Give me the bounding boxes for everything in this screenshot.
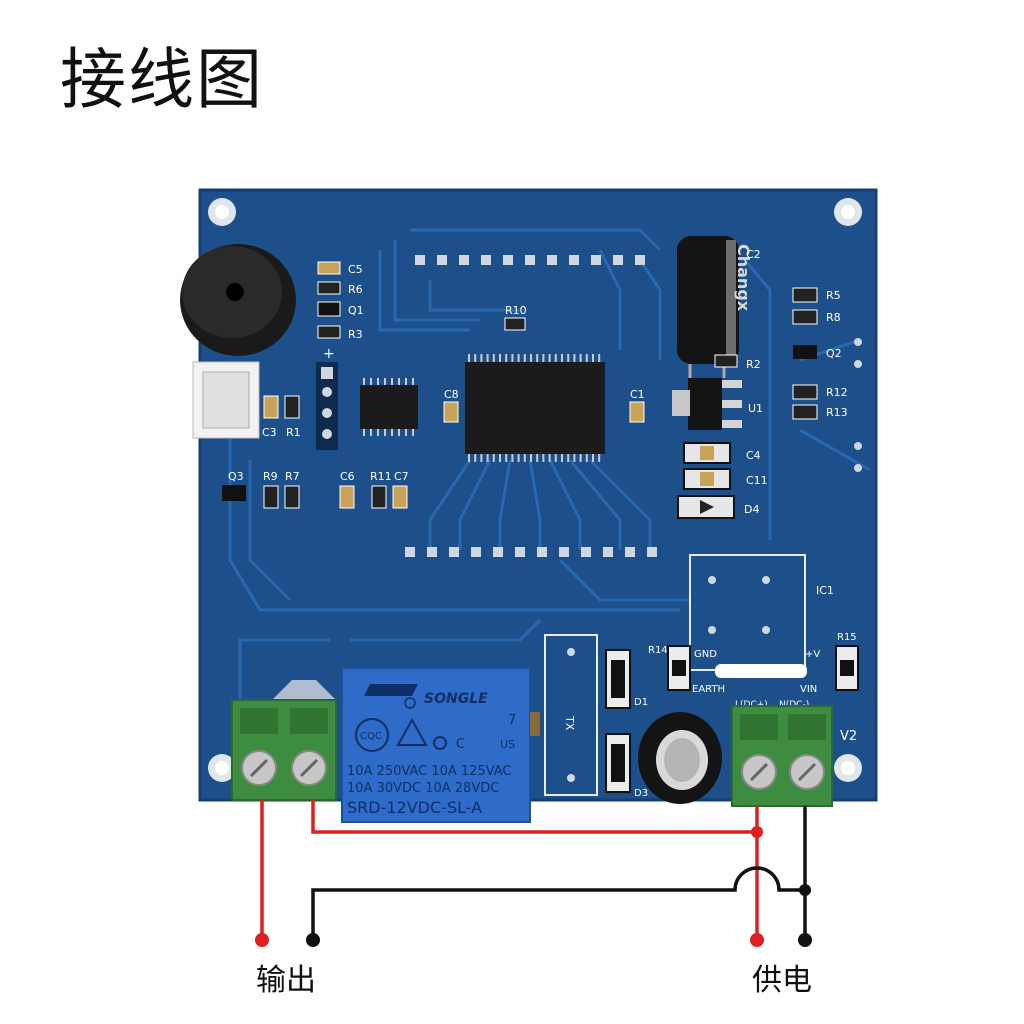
silk-r11: R11 bbox=[370, 470, 392, 483]
regulator-area bbox=[672, 354, 742, 519]
silk-c3: C3 bbox=[262, 426, 277, 439]
silk-q3: Q3 bbox=[228, 470, 244, 483]
silk-q2: Q2 bbox=[826, 347, 842, 360]
header-pins bbox=[316, 362, 338, 450]
silk-vin: VIN bbox=[800, 684, 817, 695]
power-label: 供电 bbox=[752, 963, 812, 998]
silk-c5: C5 bbox=[348, 263, 363, 276]
silk-r8: R8 bbox=[826, 311, 841, 324]
smd-mid-group bbox=[443, 317, 645, 423]
buzzer bbox=[180, 244, 296, 356]
relay-brand: SONGLE bbox=[424, 691, 488, 707]
silk-u1: U1 bbox=[748, 402, 763, 415]
silk-r14: R14 bbox=[648, 645, 668, 656]
relay-us-mark: US bbox=[500, 738, 515, 751]
wire-black-neutral bbox=[311, 806, 807, 940]
silk-gnd: GND bbox=[694, 649, 717, 660]
silk-earth: EARTH bbox=[692, 684, 725, 695]
small-ic bbox=[360, 378, 418, 436]
relay-spec-1: 10A 250VAC 10A 125VAC bbox=[347, 764, 512, 779]
silk-r1: R1 bbox=[286, 426, 301, 439]
main-ic bbox=[465, 354, 605, 462]
output-label: 输出 bbox=[256, 963, 316, 998]
silk-r2: R2 bbox=[746, 358, 761, 371]
smd-bottom-left-group bbox=[222, 485, 408, 509]
silk-q1: Q1 bbox=[348, 304, 364, 317]
relay bbox=[341, 667, 540, 823]
smd-buzzer-group bbox=[317, 261, 341, 339]
relay-cqc: CQC bbox=[360, 731, 382, 742]
silk-c8: C8 bbox=[444, 388, 459, 401]
display-pads-bottom bbox=[405, 547, 657, 557]
relay-seven: 7 bbox=[508, 713, 516, 728]
silk-ic1: IC1 bbox=[816, 584, 834, 597]
mounting-holes bbox=[208, 198, 862, 782]
smd-right-group bbox=[792, 287, 862, 472]
silk-d3: D3 bbox=[634, 788, 648, 799]
silk-c4: C4 bbox=[746, 449, 761, 462]
silk-d1: D1 bbox=[634, 697, 648, 708]
silk-r3: R3 bbox=[348, 328, 363, 341]
smd-left-group bbox=[263, 395, 300, 419]
display-pads-top bbox=[415, 255, 645, 265]
silk-r15: R15 bbox=[837, 632, 857, 643]
wire-junctions bbox=[751, 826, 811, 896]
silk-r13: R13 bbox=[826, 406, 848, 419]
silk-r5: R5 bbox=[826, 289, 841, 302]
silk-v2: V2 bbox=[840, 729, 857, 744]
silk-r12: R12 bbox=[826, 386, 848, 399]
terminal-block-output bbox=[231, 680, 337, 801]
wire-terminals bbox=[255, 933, 812, 947]
silk-plus-v: +V bbox=[805, 649, 820, 660]
silk-c11: C11 bbox=[746, 474, 768, 487]
silk-r7: R7 bbox=[285, 470, 300, 483]
silk-c7: C7 bbox=[394, 470, 409, 483]
relay-model: SRD-12VDC-SL-A bbox=[347, 798, 482, 817]
page-title: 接线图 bbox=[60, 41, 264, 118]
capacitor-bottom bbox=[638, 712, 722, 804]
tx-area bbox=[544, 634, 631, 796]
relay-spec-2: 10A 30VDC 10A 28VDC bbox=[347, 781, 499, 796]
silk-tx: TX bbox=[563, 715, 576, 731]
silk-r10: R10 bbox=[505, 304, 527, 317]
silk-r6: R6 bbox=[348, 283, 363, 296]
relay-c-mark: C bbox=[456, 737, 465, 752]
silk-d4: D4 bbox=[744, 503, 759, 516]
silk-r9: R9 bbox=[263, 470, 278, 483]
capacitor-brand: Changx bbox=[734, 244, 753, 312]
silk-c1: C1 bbox=[630, 388, 645, 401]
silk-c2: C2 bbox=[746, 248, 761, 261]
silk-c6: C6 bbox=[340, 470, 355, 483]
header-plus-label: + bbox=[323, 346, 335, 362]
terminal-block-power bbox=[731, 705, 833, 807]
jst-connector bbox=[192, 361, 260, 439]
ic1-outline bbox=[667, 554, 859, 691]
